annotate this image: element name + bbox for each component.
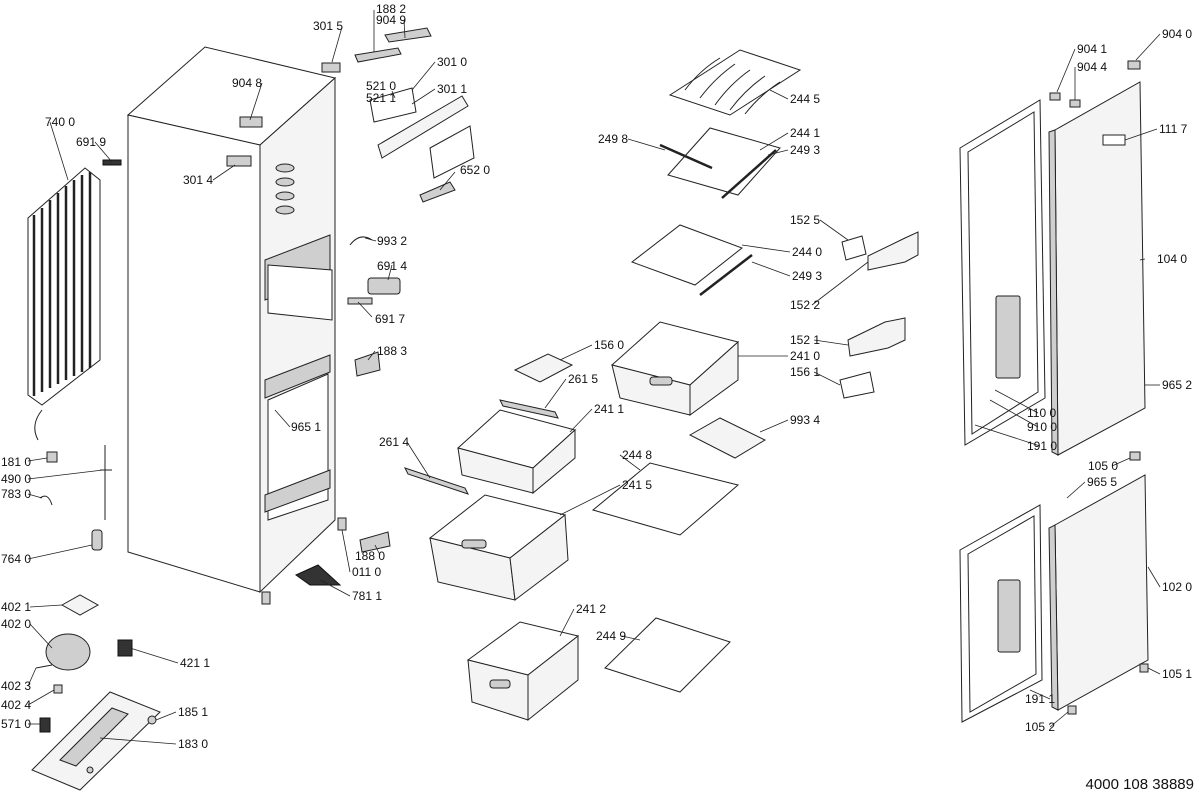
label-156-1: 156 1 — [790, 365, 821, 379]
label-241-2: 241 2 — [576, 602, 607, 616]
label-188-3: 188 3 — [377, 344, 408, 358]
label-764-0: 764 0 — [1, 552, 32, 566]
label-402-4: 402 4 — [1, 698, 32, 712]
label-402-1: 402 1 — [1, 600, 32, 614]
label-105-0: 105 0 — [1088, 459, 1119, 473]
label-181-0: 181 0 — [1, 455, 32, 469]
label-244-1: 244 1 — [790, 126, 821, 140]
label-904-1: 904 1 — [1077, 42, 1108, 56]
label-249-8: 249 8 — [598, 132, 629, 146]
label-402-0: 402 0 — [1, 617, 32, 631]
label-104-0: 104 0 — [1157, 252, 1188, 266]
label-188-0: 188 0 — [355, 549, 386, 563]
label-249-3-upper: 249 3 — [790, 143, 821, 157]
label-110-0: 110 0 — [1027, 406, 1057, 420]
label-191-1: 191 1 — [1025, 692, 1056, 706]
label-904-4: 904 4 — [1077, 60, 1108, 74]
label-691-9: 691 9 — [76, 135, 107, 149]
label-249-3-lower: 249 3 — [792, 269, 823, 283]
label-152-1: 152 1 — [790, 333, 821, 347]
document-number: 4000 108 38889 — [1085, 776, 1194, 793]
label-521-1: 521 1 — [366, 91, 397, 105]
part-7640 — [91, 529, 103, 551]
label-261-4: 261 4 — [379, 435, 410, 449]
label-910-0: 910 0 — [1027, 420, 1058, 434]
label-244-9: 244 9 — [596, 629, 627, 643]
label-301-1: 301 1 — [437, 82, 468, 96]
label-652-0: 652 0 — [460, 163, 491, 177]
label-740-0: 740 0 — [45, 115, 76, 129]
controls-parts — [295, 27, 475, 586]
condenser — [27, 167, 101, 441]
label-241-1: 241 1 — [594, 402, 625, 416]
label-783-0: 783 0 — [1, 487, 32, 501]
label-185-1: 185 1 — [178, 705, 209, 719]
label-111-7: 111 7 — [1159, 122, 1188, 136]
part-4900-cable — [100, 445, 112, 520]
label-244-0: 244 0 — [792, 245, 823, 259]
label-191-0: 191 0 — [1027, 439, 1058, 453]
label-188-2: 188 2 — [376, 2, 407, 16]
label-241-0: 241 0 — [790, 349, 821, 363]
label-244-5: 244 5 — [790, 92, 821, 106]
label-301-4: 301 4 — [183, 173, 214, 187]
label-105-2: 105 2 — [1025, 720, 1056, 734]
label-261-5: 261 5 — [568, 372, 599, 386]
label-152-2: 152 2 — [790, 298, 821, 312]
label-301-5: 301 5 — [313, 19, 344, 33]
compressor-assembly — [31, 594, 161, 791]
label-904-0: 904 0 — [1162, 27, 1193, 41]
label-152-5: 152 5 — [790, 213, 821, 227]
label-691-7: 691 7 — [375, 312, 406, 326]
label-904-8: 904 8 — [232, 76, 263, 90]
part-1810 — [46, 451, 58, 463]
label-301-0: 301 0 — [437, 55, 468, 69]
cabinet — [126, 46, 347, 605]
part-7830 — [39, 495, 53, 506]
label-183-0: 183 0 — [178, 737, 209, 751]
label-244-8: 244 8 — [622, 448, 653, 462]
label-965-5: 965 5 — [1087, 475, 1118, 489]
leader-lines — [27, 10, 1161, 745]
label-965-2: 965 2 — [1162, 378, 1193, 392]
shelves-drawers — [404, 49, 919, 722]
part-6919 — [102, 159, 122, 166]
label-011-0: 011 0 — [352, 565, 382, 579]
label-105-1: 105 1 — [1162, 667, 1193, 681]
label-965-1: 965 1 — [291, 420, 322, 434]
label-993-4: 993 4 — [790, 413, 821, 427]
label-156-0: 156 0 — [594, 338, 625, 352]
doors — [959, 60, 1149, 723]
label-521-0: 521 0 — [366, 79, 397, 93]
label-490-0: 490 0 — [1, 472, 32, 486]
label-571-0: 571 0 — [1, 717, 32, 731]
label-904-9: 904 9 — [376, 13, 407, 27]
label-102-0: 102 0 — [1162, 580, 1193, 594]
label-781-1: 781 1 — [352, 589, 383, 603]
label-421-1: 421 1 — [180, 656, 211, 670]
label-241-5: 241 5 — [622, 478, 653, 492]
label-993-2: 993 2 — [377, 234, 408, 248]
label-691-4: 691 4 — [377, 259, 408, 273]
label-402-3: 402 3 — [1, 679, 32, 693]
